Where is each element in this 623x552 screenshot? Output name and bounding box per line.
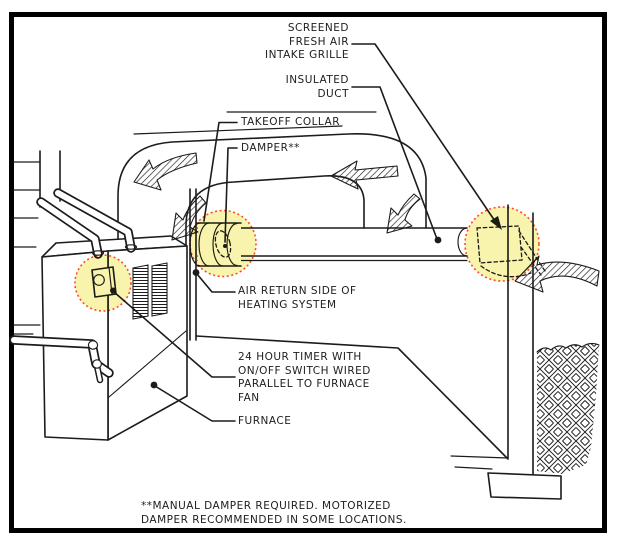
gas-pipe [9,335,114,384]
airflow-arrow [133,152,198,191]
timer-label: 24 HOUR TIMER WITH ON/OFF SWITCH WIRED P… [238,351,371,404]
highlight-damper-collar [189,209,257,278]
damper-label: DAMPER** [241,142,300,154]
furnace-label: FURNACE [238,415,292,427]
takeoff-collar-label: TAKEOFF COLLAR [241,116,340,128]
leader-dot [192,269,200,276]
air-return-label: AIR RETURN SIDE OF HEATING SYSTEM [238,285,357,311]
highlight-intake-grille [464,206,540,282]
airflow-arrow [171,195,207,241]
left-wall-lines [13,161,41,335]
footnote-label: **MANUAL DAMPER REQUIRED. MOTORIZED DAMP… [141,500,407,526]
intake-grille-label: SCREENED FRESH AIR INTAKE GRILLE [265,22,349,61]
leader-dot [150,381,158,389]
earth-hatch [537,343,599,474]
airflow-arrow [386,193,421,234]
airflow-arrow [330,160,399,190]
leader-dot [434,236,442,244]
insulated-duct-label: INSULATED DUCT [285,74,349,100]
airflow-arrows [133,152,600,293]
floor-and-foundation [195,204,600,500]
furnace-louver-vent [132,264,149,320]
diagram-border-frame [9,12,607,533]
fresh-air-arrow [514,255,600,293]
furnace-louver-vent [151,262,168,317]
highlight-timer [74,254,132,312]
flue-pipes [36,150,138,259]
